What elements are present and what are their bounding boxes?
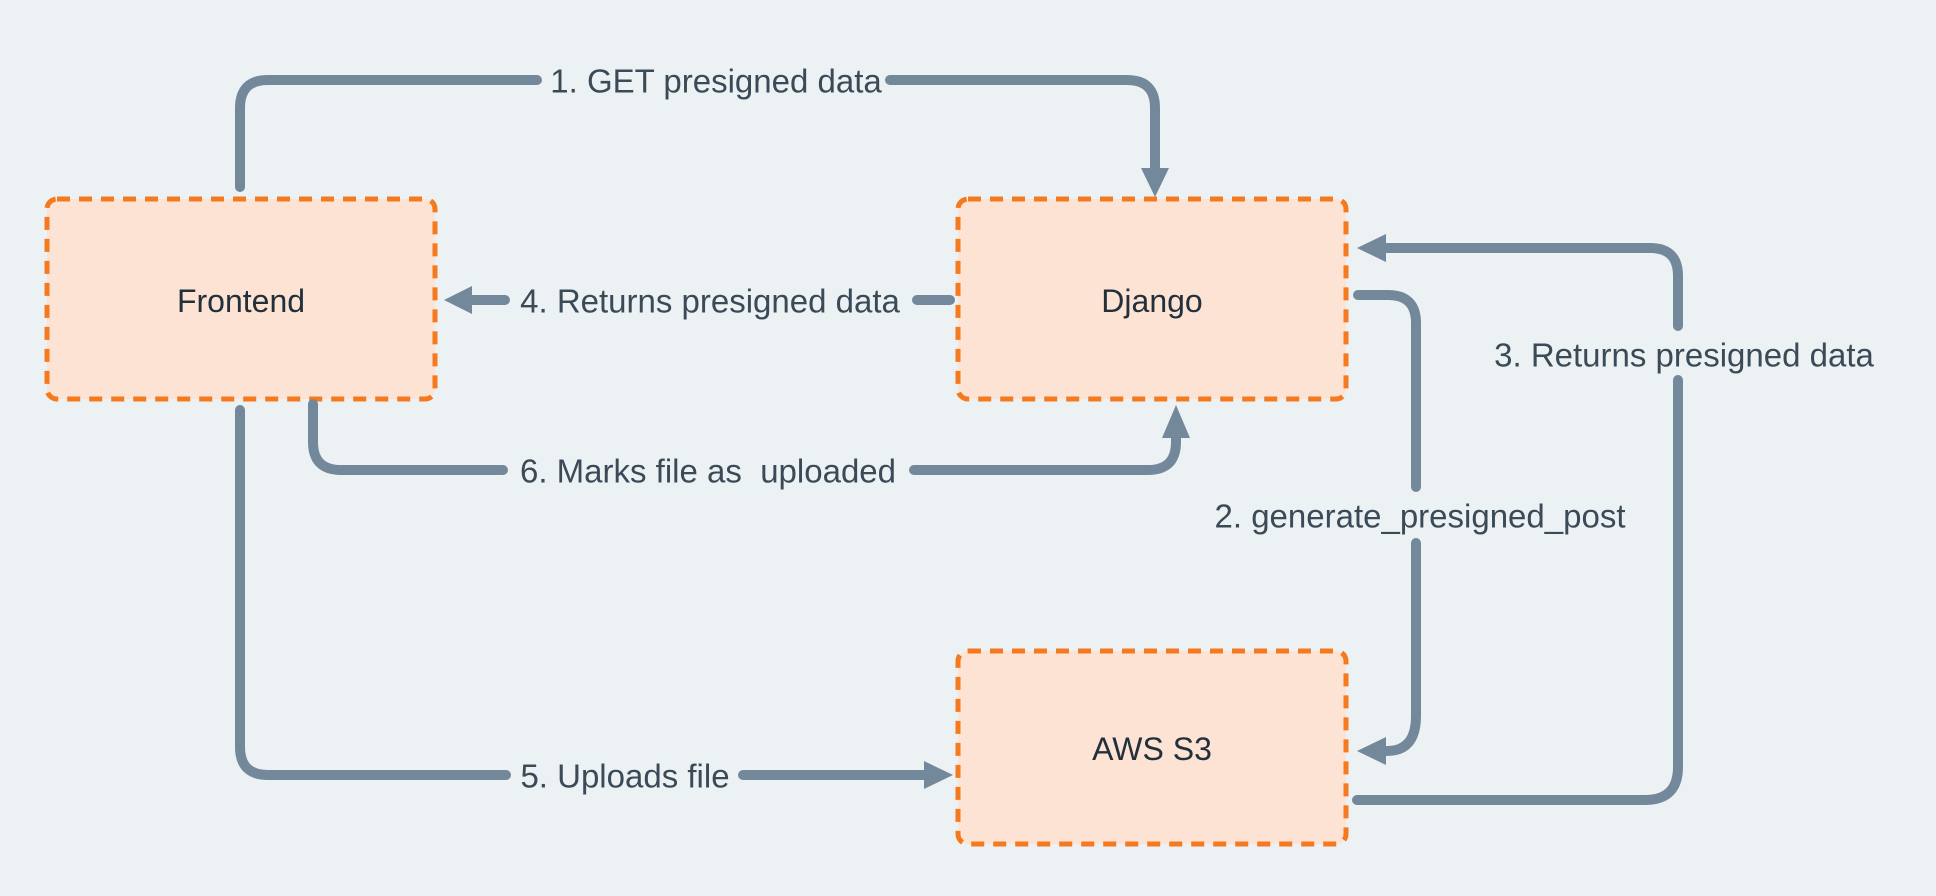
aws-s3-label: AWS S3 [1092,731,1212,767]
aws-s3-box [955,648,1349,847]
edge-1-get-presigned-data: 1. GET presigned data [235,63,1169,197]
edge-6-label: 6. Marks file as uploaded [520,453,896,490]
edge-1-line-start [235,75,542,192]
edge-6-line-end [909,431,1181,475]
edge-4-returns-presigned-data: 4. Returns presigned data [444,283,955,320]
edge-6-marks-file-uploaded: 6. Marks file as uploaded [308,399,1190,490]
edge-6-arrowhead-up-icon [1162,405,1190,438]
edge-2-arrowhead-left-icon [1357,737,1386,765]
edge-3-arrowhead-left-icon [1357,234,1386,262]
django-box [955,196,1349,402]
edge-5-arrowhead-right-icon [924,761,953,789]
edge-4-arrowhead-left-icon [444,286,472,314]
frontend-label: Frontend [177,283,305,319]
edge-3-line-end [1382,243,1683,331]
edge-3-returns-presigned-data: 3. Returns presigned data [1352,234,1875,805]
edge-2-label: 2. generate_presigned_post [1215,498,1626,535]
django-label: Django [1101,283,1202,319]
edge-5-line-start [235,405,511,780]
node-aws-s3: AWS S3 [955,648,1349,847]
edge-5-label: 5. Uploads file [520,758,729,795]
edge-6-line-start [308,399,508,475]
edge-3-label: 3. Returns presigned data [1494,337,1874,374]
node-django: Django [955,196,1349,402]
edge-1-arrowhead-down-icon [1141,168,1169,197]
node-frontend: Frontend [44,196,438,402]
edge-2-generate-presigned-post: 2. generate_presigned_post [1215,290,1626,765]
edge-2-line-end [1382,538,1421,756]
edge-1-label: 1. GET presigned data [550,63,882,100]
edge-4-label: 4. Returns presigned data [520,283,900,320]
frontend-box [44,196,438,402]
edge-3-line-start [1352,375,1683,805]
edge-1-line-end [885,75,1160,175]
edge-2-line-start [1353,290,1421,492]
edge-5-uploads-file: 5. Uploads file [235,405,953,795]
